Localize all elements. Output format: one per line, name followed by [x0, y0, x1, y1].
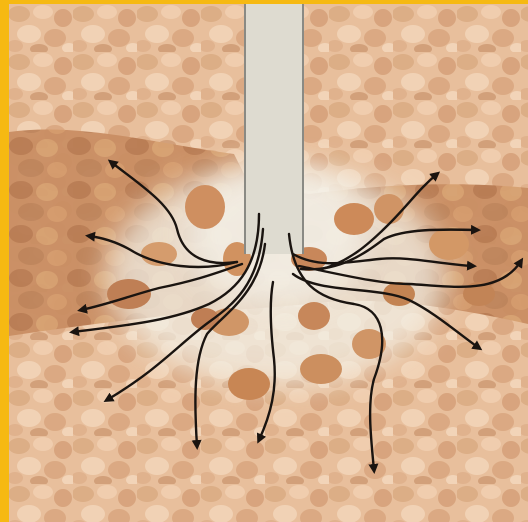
wellbore-casing: [245, 4, 303, 254]
rock-formation-diagram: [9, 4, 528, 522]
frame-border-left: [0, 0, 9, 522]
